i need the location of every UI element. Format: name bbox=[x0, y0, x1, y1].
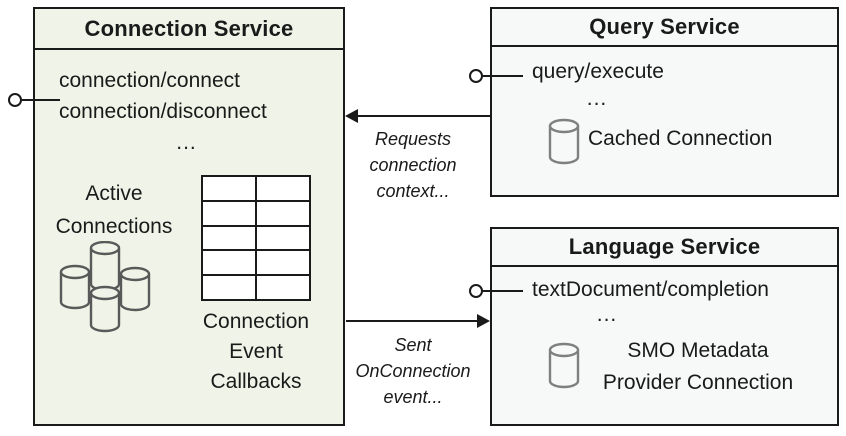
language-service-interface-lollipop-icon bbox=[469, 284, 483, 298]
database-icon bbox=[548, 342, 580, 389]
connection-event-callbacks-label: Connection Event Callbacks bbox=[202, 310, 310, 393]
table-cell bbox=[257, 226, 309, 250]
query-service-box: Query Service query/execute ... Cached C… bbox=[490, 7, 839, 197]
sent-arrowhead-icon bbox=[477, 314, 490, 328]
table-cell bbox=[203, 177, 255, 200]
table-cell bbox=[203, 251, 255, 275]
language-service-interface-line bbox=[482, 290, 523, 292]
table-cell bbox=[203, 201, 255, 225]
requests-arrowhead-icon bbox=[345, 109, 358, 123]
requests-connection-context-label: Requests connection context... bbox=[369, 129, 457, 201]
active-connections-label: Active Connections bbox=[55, 182, 173, 238]
table-cell bbox=[257, 177, 309, 200]
table-cell bbox=[203, 276, 255, 299]
table-cell bbox=[257, 276, 309, 299]
language-service-box: Language Service textDocument/completion… bbox=[490, 227, 839, 426]
database-icon bbox=[548, 118, 580, 165]
query-service-interface-line bbox=[482, 75, 523, 77]
more-endpoints-ellipsis: ... bbox=[586, 87, 608, 110]
language-service-title: Language Service bbox=[492, 229, 837, 267]
database-cluster-icon bbox=[59, 241, 151, 333]
sent-arrow-line bbox=[346, 320, 478, 322]
endpoint-connection-connect: connection/connect bbox=[59, 69, 240, 92]
more-endpoints-ellipsis: ... bbox=[596, 303, 618, 326]
connection-service-box: Connection Service connection/connect co… bbox=[33, 7, 345, 426]
sent-onconnection-event-label: Sent OnConnection event... bbox=[355, 335, 471, 407]
endpoint-query-execute: query/execute bbox=[532, 60, 664, 83]
callback-table bbox=[201, 175, 311, 301]
query-service-title: Query Service bbox=[492, 9, 837, 47]
connection-service-interface-lollipop-icon bbox=[8, 93, 22, 107]
table-cell bbox=[203, 226, 255, 250]
more-endpoints-ellipsis: ... bbox=[176, 131, 197, 154]
query-service-interface-lollipop-icon bbox=[469, 69, 483, 83]
connection-service-interface-line bbox=[21, 99, 60, 101]
endpoint-textdocument-completion: textDocument/completion bbox=[532, 278, 769, 301]
endpoint-connection-disconnect: connection/disconnect bbox=[59, 100, 267, 123]
table-cell bbox=[257, 201, 309, 225]
table-cell bbox=[257, 251, 309, 275]
connection-service-endpoints: connection/connect connection/disconnect… bbox=[59, 65, 314, 158]
connection-service-title: Connection Service bbox=[35, 9, 343, 50]
smo-metadata-provider-label: SMO Metadata Provider Connection bbox=[602, 339, 794, 394]
requests-arrow-line bbox=[356, 115, 490, 117]
cached-connection-label: Cached Connection bbox=[588, 127, 773, 150]
